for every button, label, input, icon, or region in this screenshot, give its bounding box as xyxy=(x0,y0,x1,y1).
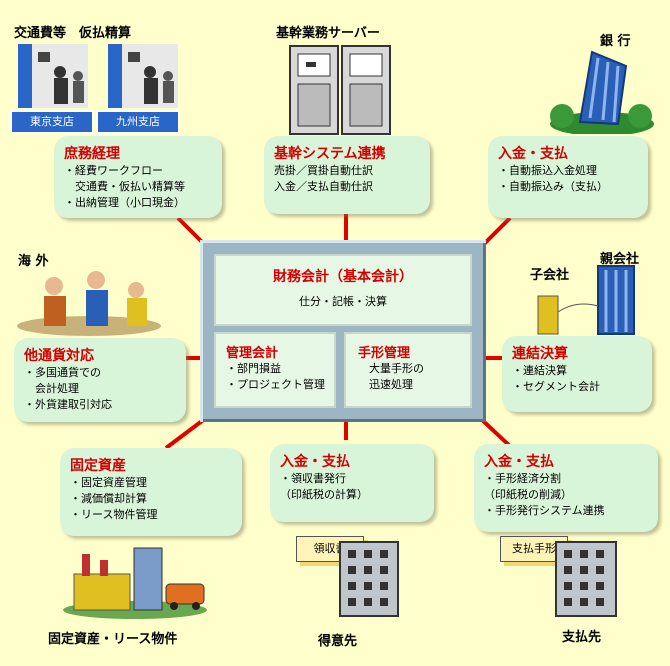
bubble-multi-currency: 他通貨対応 ・多国通貨での 会計処理 ・外貨建取引対応 xyxy=(14,338,186,422)
management-accounting-title: 管理会計 xyxy=(226,346,279,361)
bubble-fixed-assets: 固定資産 ・固定資産管理 ・減価償却計算 ・リース物件管理 xyxy=(60,448,242,536)
bill-management-title: 手形管理 xyxy=(358,346,411,361)
bill-management-line: 迅速処理 xyxy=(369,378,413,391)
bubble-line: 入金／支払自動仕訳 xyxy=(274,180,373,193)
bill-management-box: 手形管理 大量手形の 迅速処理 xyxy=(344,332,472,408)
bubble-line: ・領収書発行 xyxy=(280,472,346,485)
bubble-title: 庶務経理 xyxy=(64,146,120,162)
management-accounting-line: ・プロジェクト管理 xyxy=(226,378,325,391)
bank-caption: 銀 行 xyxy=(600,34,631,49)
bubble-line: 会計処理 xyxy=(35,382,79,395)
bill-management-line: 大量手形の xyxy=(369,362,424,375)
bubble-line: ・手形発行システム連携 xyxy=(484,504,605,517)
financial-accounting-sub: 仕分・記帳・決算 xyxy=(299,295,387,308)
management-accounting-line: ・部門損益 xyxy=(226,362,281,375)
fixed-assets-lease-caption: 固定資産・リース物件 xyxy=(48,632,178,647)
bubble-title: 連結決算 xyxy=(512,346,568,362)
bubble-payment-customer: 入金・支払 ・領収書発行 （印紙税の計算） xyxy=(270,444,434,522)
expense-caption: 交通費等 仮払精算 xyxy=(14,26,132,41)
branch-label-kyushu: 九州支店 xyxy=(96,110,180,134)
bubble-line: （印紙税の削減） xyxy=(484,488,572,501)
train-people-icon xyxy=(18,44,178,108)
factory-icon xyxy=(63,547,207,619)
server-caption: 基幹業務サーバー xyxy=(276,26,380,41)
bubble-line: ・自動振込入金処理 xyxy=(498,164,597,177)
bubble-line: ・出納管理（小口現金） xyxy=(64,196,185,209)
receipt-document: 領収書 xyxy=(296,536,364,562)
core-accounting-frame: 財務会計（基本会計） 仕分・記帳・決算 管理会計 ・部門損益 ・プロジェクト管理… xyxy=(200,240,486,422)
bubble-line: ・リース物件管理 xyxy=(70,508,158,521)
bubble-title: 入金・支払 xyxy=(484,454,554,470)
bubble-title: 固定資産 xyxy=(70,458,126,474)
customer-caption: 得意先 xyxy=(318,634,358,649)
bank-building-icon xyxy=(550,50,654,134)
supplier-building-icon xyxy=(555,541,617,617)
customer-building-icon xyxy=(339,541,399,617)
bubble-line: ・セグメント会計 xyxy=(512,380,600,393)
financial-accounting-title: 財務会計（基本会計） xyxy=(273,269,413,285)
bubble-consolidated-accounts: 連結決算 ・連結決算 ・セグメント会計 xyxy=(502,336,652,412)
management-accounting-box: 管理会計 ・部門損益 ・プロジェクト管理 xyxy=(214,332,336,408)
bubble-title: 基幹システム連携 xyxy=(274,146,386,162)
company-buildings-icon xyxy=(537,265,635,335)
bubble-payment-bank: 入金・支払 ・自動振込入金処理 ・自動振込み（支払） xyxy=(488,136,648,218)
bubble-line: ・手形経済分割 xyxy=(484,472,561,485)
server-icon xyxy=(289,45,391,135)
branch-building-illustration xyxy=(18,42,178,110)
financial-accounting-box: 財務会計（基本会計） 仕分・記帳・決算 xyxy=(214,254,472,326)
bubble-line: 売掛／買掛自動仕訳 xyxy=(274,164,373,177)
bubble-line: ・連結決算 xyxy=(512,364,567,377)
bubble-core-system-integration: 基幹システム連携 売掛／買掛自動仕訳 入金／支払自動仕訳 xyxy=(264,136,430,214)
subsidiary-caption: 子会社 xyxy=(530,268,570,283)
bubble-line: ・経費ワークフロー xyxy=(64,164,163,177)
bubble-title: 入金・支払 xyxy=(280,454,350,470)
bubble-line: ・固定資産管理 xyxy=(70,476,147,489)
bubble-line: ・自動振込み（支払） xyxy=(498,180,608,193)
bubble-line: 交通費・仮払い精算等 xyxy=(75,180,185,193)
parent-company-caption: 親会社 xyxy=(600,252,640,267)
bubble-line: ・減価償却計算 xyxy=(70,492,147,505)
bubble-payment-supplier: 入金・支払 ・手形経済分割 （印紙税の削減） ・手形発行システム連携 xyxy=(474,444,658,532)
bubble-title: 入金・支払 xyxy=(498,146,568,162)
overseas-caption: 海 外 xyxy=(18,254,49,269)
bubble-line: （印紙税の計算） xyxy=(280,488,368,501)
bubble-line: ・外貨建取引対応 xyxy=(24,398,112,411)
branch-label-tokyo: 東京支店 xyxy=(10,110,94,134)
bubble-title: 他通貨対応 xyxy=(24,348,94,364)
supplier-caption: 支払先 xyxy=(562,630,602,645)
overseas-people-icon xyxy=(17,271,161,336)
bubble-general-affairs-accounting: 庶務経理 ・経費ワークフロー 交通費・仮払い精算等 ・出納管理（小口現金） xyxy=(54,136,222,218)
bubble-line: ・多国通貨での xyxy=(24,366,101,379)
